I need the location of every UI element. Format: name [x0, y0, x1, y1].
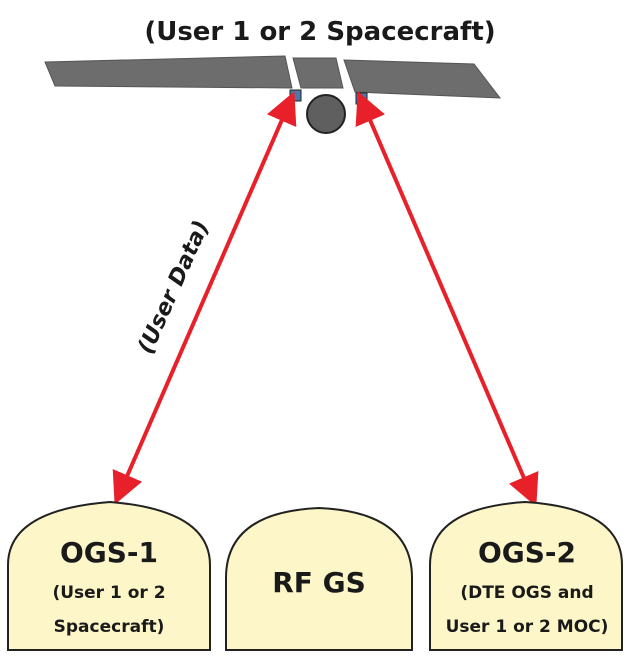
rfgs-title: RF GS — [272, 566, 366, 599]
ogs2-title: OGS-2 — [478, 536, 576, 569]
user-data-label: (User Data) — [134, 217, 215, 358]
spacecraft-body — [306, 94, 346, 134]
spacecraft — [44, 55, 502, 134]
ogs1-dome — [7, 500, 211, 651]
ogs1-title: OGS-1 — [60, 536, 158, 569]
rfgs-dome — [225, 506, 413, 651]
ground-station-ogs2: OGS-2 (DTE OGS and User 1 or 2 MOC) — [429, 500, 623, 651]
solar-panel-center — [292, 57, 344, 89]
link-arrow-ogs2 — [355, 91, 539, 507]
solar-panel-right — [343, 59, 502, 99]
ground-station-ogs1: OGS-1 (User 1 or 2 Spacecraft) — [7, 500, 211, 651]
antenna-left — [289, 89, 302, 102]
ogs2-subtitle-line1: (DTE OGS and — [460, 583, 593, 603]
solar-panel-left — [44, 55, 293, 89]
ogs2-dome — [429, 500, 623, 651]
antenna-right — [355, 92, 368, 105]
ogs1-subtitle-line1: (User 1 or 2 — [52, 583, 165, 603]
ground-station-rfgs: RF GS — [225, 506, 413, 651]
ogs2-subtitle-line2: User 1 or 2 MOC) — [446, 617, 609, 637]
ogs1-subtitle-line2: Spacecraft) — [54, 617, 165, 637]
link-arrow-ogs1 — [112, 91, 297, 505]
spacecraft-label: (User 1 or 2 Spacecraft) — [144, 17, 495, 47]
